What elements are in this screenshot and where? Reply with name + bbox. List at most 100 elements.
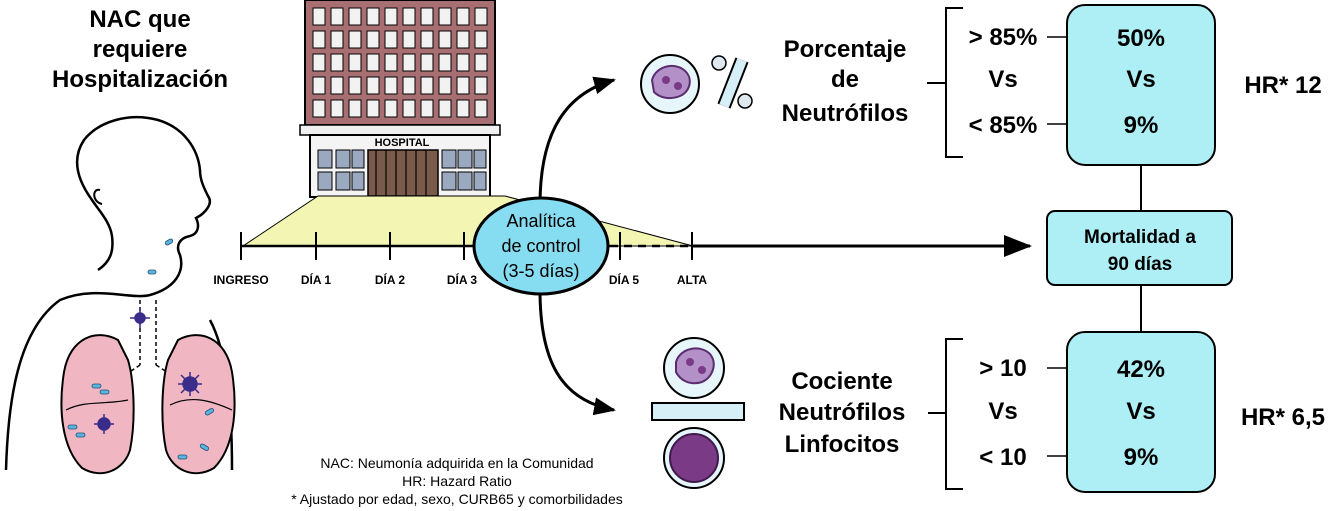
control-line-2: de control (501, 236, 580, 256)
lung-left (60, 334, 135, 475)
hospital-window (384, 99, 398, 118)
arrow-to-top-branch (538, 76, 616, 206)
tick-label-dia-3: DÍA 3 (447, 272, 478, 287)
outcome-box (1046, 210, 1233, 286)
tick-label-dia-5: DÍA 5 (609, 272, 640, 287)
hospital-window (348, 53, 362, 72)
hospital-window (348, 99, 362, 118)
hospital-window (402, 76, 416, 95)
title-line-2: requiere (93, 36, 188, 63)
hospital-window (456, 7, 470, 26)
hospital-window (420, 30, 434, 49)
hospital-window (330, 30, 344, 49)
hospital-window (384, 7, 398, 26)
top-threshold-low: < 85% (969, 112, 1038, 139)
hospital-window (474, 30, 488, 49)
tick-label-ingreso: INGRESO (213, 273, 268, 287)
hospital-window (366, 30, 380, 49)
hospital-window (366, 53, 380, 72)
patient-illustration (4, 116, 236, 475)
hospital-window (402, 99, 416, 118)
hospital-entrance (367, 149, 439, 197)
hospital-window (402, 7, 416, 26)
hospital-window (330, 7, 344, 26)
hospital-window (384, 30, 398, 49)
hospital-window (312, 76, 326, 95)
bottom-result-vs: Vs (1126, 398, 1155, 425)
hospital-window (312, 7, 326, 26)
control-analysis-node: Analítica de control (3-5 días) (472, 196, 610, 296)
control-line-3: (3-5 días) (502, 261, 579, 281)
hospital-window (420, 7, 434, 26)
hospital-window (348, 7, 362, 26)
tick-label-dia-1: DÍA 1 (301, 272, 332, 287)
hospital-window (384, 76, 398, 95)
control-ellipse (472, 196, 610, 296)
hospital-window (402, 53, 416, 72)
bacteria-markers (67, 238, 214, 460)
top-result-vs: Vs (1126, 66, 1155, 93)
hospital-windows (312, 7, 488, 118)
arrow-to-bottom-branch (538, 289, 616, 416)
hospital-window (474, 53, 488, 72)
hospital-window (474, 7, 488, 26)
bottom-result-low: 9% (1124, 444, 1159, 471)
outcome-line-2: 90 días (1108, 254, 1172, 275)
outcome-line-1: Mortalidad a (1084, 227, 1196, 248)
hospital-window (330, 53, 344, 72)
bottom-result-box (1066, 331, 1216, 493)
hospital-window (366, 76, 380, 95)
hospital-window (438, 76, 452, 95)
hospital-ledge (299, 124, 501, 136)
hospital-window (366, 99, 380, 118)
hospital-columns (375, 150, 427, 196)
hospital-window (438, 53, 452, 72)
footnote-line-1: NAC: Neumonía adquirida en la Comunidad (320, 455, 593, 471)
timeline: INGRESO DÍA 1 DÍA 2 DÍA 3 DÍA 5 ALTA (213, 195, 1032, 287)
hospital-sign: HOSPITAL (375, 137, 430, 149)
hospital-window (312, 99, 326, 118)
top-hazard-ratio: HR* 12 (1244, 72, 1321, 99)
hospital-window (312, 30, 326, 49)
top-label-line-3: Neutrófilos (782, 100, 909, 127)
hospital-window (474, 99, 488, 118)
virus-markers (94, 308, 202, 434)
top-result-high: 50% (1117, 25, 1165, 52)
lung-fissures (65, 399, 233, 411)
control-line-1: Analítica (506, 211, 576, 231)
hospital-window (456, 30, 470, 49)
hospital-window (402, 30, 416, 49)
patient-silhouette (4, 116, 212, 471)
tick-label-alta: ALTA (677, 273, 708, 287)
bottom-result-high: 42% (1117, 356, 1165, 383)
timeline-ticks (240, 232, 693, 260)
bottom-label-line-1: Cociente (791, 368, 892, 395)
top-threshold-high: > 85% (969, 24, 1038, 51)
top-result-low: 9% (1124, 112, 1159, 139)
hospital-window (438, 99, 452, 118)
neutrophil-lymphocyte-ratio-icon (651, 337, 745, 489)
footnotes: NAC: Neumonía adquirida en la Comunidad … (291, 455, 623, 507)
footnote-line-2: HR: Hazard Ratio (402, 473, 512, 489)
hospital-window (420, 76, 434, 95)
top-bracket (945, 7, 963, 158)
neutrophil-percentage-icon (640, 54, 753, 114)
hospital-window (438, 7, 452, 26)
hospital-window (330, 99, 344, 118)
top-label-line-1: Porcentaje (784, 36, 907, 63)
main-title: NAC que requiere Hospitalización (52, 6, 228, 93)
hospital-window (438, 30, 452, 49)
bottom-label-line-3: Linfocitos (785, 431, 900, 458)
hospital-window (456, 76, 470, 95)
hospital-window (384, 53, 398, 72)
top-label-line-2: de (831, 66, 859, 93)
hospital-window (348, 30, 362, 49)
hospital-window (420, 53, 434, 72)
hospital-window (420, 99, 434, 118)
title-line-3: Hospitalización (52, 66, 228, 93)
trachea (139, 300, 157, 365)
percent-slash (719, 58, 747, 108)
bottom-label-line-2: Neutrófilos (779, 399, 906, 426)
timeline-band (241, 195, 694, 247)
bottom-threshold-vs: Vs (988, 398, 1017, 425)
